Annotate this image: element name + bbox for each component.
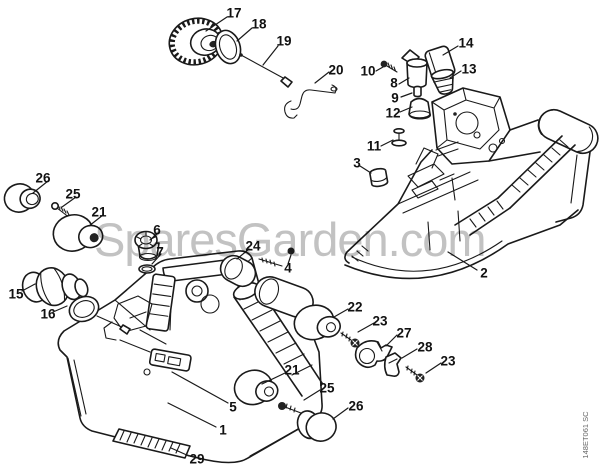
part-7-drawing (138, 264, 156, 274)
part-label-23b: 23 (440, 353, 456, 369)
part-label-10: 10 (360, 63, 376, 79)
part-27-drawing (354, 340, 393, 369)
part-label-6: 6 (153, 222, 161, 238)
part-label-23a: 23 (372, 313, 388, 329)
leader-lines (21, 16, 478, 457)
part-24-drawing (219, 254, 314, 318)
part-6-drawing (134, 230, 160, 262)
part-label-29: 29 (189, 451, 205, 467)
part-label-21-bottom: 21 (284, 362, 300, 378)
part-4-drawing (258, 247, 295, 267)
part-label-20: 20 (328, 62, 344, 78)
part-9-drawing (413, 85, 422, 98)
part-22-drawing (293, 304, 341, 341)
part-15-drawing (21, 267, 99, 307)
part-10-drawing (380, 60, 398, 73)
part-11-drawing (391, 128, 407, 147)
part-12-drawing (408, 97, 432, 120)
part-23a-drawing (340, 331, 360, 348)
handle-housing-drawing (344, 87, 599, 280)
part-18-drawing (214, 29, 242, 65)
part-23b-drawing (405, 365, 425, 383)
part-label-16: 16 (40, 306, 56, 322)
part-8-drawing (401, 49, 428, 89)
part-21-left-drawing (52, 214, 104, 252)
part-label-26-bottom: 26 (348, 398, 364, 414)
part-19-drawing (239, 53, 293, 88)
part-label-24: 24 (245, 238, 261, 254)
part-label-21-left: 21 (91, 204, 107, 220)
tank-housing-drawing (57, 250, 323, 464)
part-20-drawing (284, 84, 338, 119)
part-13-drawing (430, 68, 454, 95)
part-label-2: 2 (480, 265, 488, 281)
part-label-25-bottom: 25 (319, 380, 335, 396)
diagram-plate-code: 148ET061 SC (581, 411, 590, 459)
part-label-12: 12 (385, 105, 401, 121)
part-3-drawing (369, 167, 389, 188)
part-25-left-drawing (50, 202, 71, 219)
part-label-15: 15 (8, 286, 24, 302)
part-label-9: 9 (391, 90, 399, 106)
part-26-bottom-drawing (296, 410, 337, 442)
part-label-17: 17 (226, 5, 242, 21)
part-label-5: 5 (229, 399, 237, 415)
part-26-left-drawing (3, 183, 41, 213)
part-label-28: 28 (417, 339, 433, 355)
part-29-drawing (112, 428, 191, 459)
part-label-26-left: 26 (35, 170, 51, 186)
part-label-18: 18 (251, 16, 267, 32)
part-28-drawing (383, 352, 402, 377)
part-label-8: 8 (390, 75, 398, 91)
part-label-7: 7 (156, 244, 164, 260)
part-label-4: 4 (284, 260, 292, 276)
part-25-bottom-drawing (278, 402, 302, 414)
part-label-14: 14 (458, 35, 474, 51)
part-21-bottom-drawing (233, 369, 279, 406)
part-label-25-left: 25 (65, 186, 81, 202)
part-label-11: 11 (366, 138, 382, 154)
part-label-13: 13 (461, 61, 477, 77)
part-label-27: 27 (396, 325, 412, 341)
part-label-3: 3 (353, 155, 361, 171)
part-label-19: 19 (276, 33, 292, 49)
part-16-drawing (68, 295, 131, 335)
part-label-22: 22 (347, 299, 363, 315)
part-label-1: 1 (219, 422, 227, 438)
